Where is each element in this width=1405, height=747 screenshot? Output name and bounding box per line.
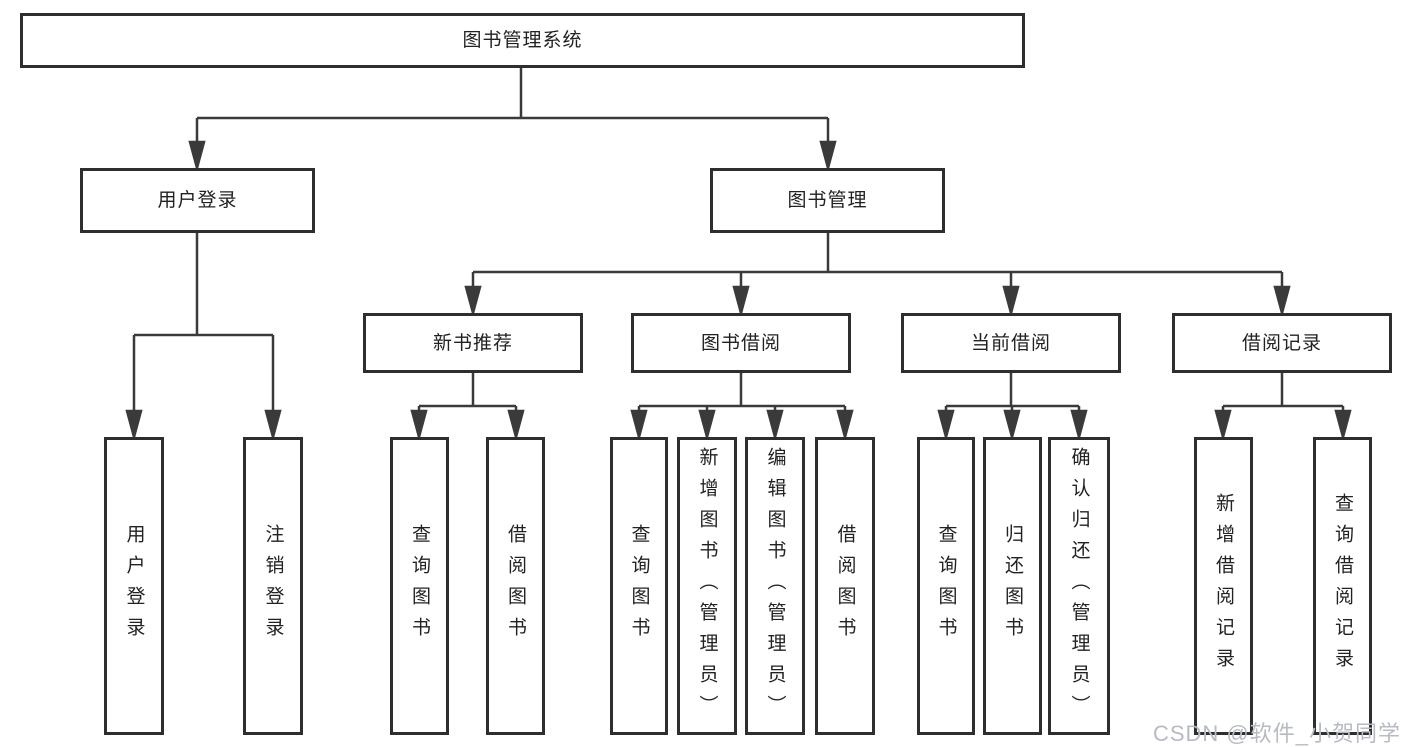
arrowhead [1003, 409, 1021, 442]
connector-records-to-leaves [1214, 373, 1352, 442]
leaf-confirm-return-admin: 确认归还（管理员） [1048, 437, 1110, 735]
connector-current-to-leaves [937, 373, 1088, 442]
leaf-return-books: 归还图书 [983, 437, 1042, 735]
leaf-borrow-books-borrowing: 借阅图书 [815, 437, 875, 735]
leaf-query-books-current: 查询图书 [917, 437, 975, 735]
arrowhead [937, 409, 955, 442]
leaf-query-borrow-record: 查询借阅记录 [1313, 437, 1372, 735]
node-user-login: 用户登录 [80, 168, 315, 233]
node-root: 图书管理系统 [20, 13, 1025, 68]
arrowhead [630, 409, 648, 442]
connector-newbook-to-leaves [410, 373, 525, 442]
csdn-watermark: CSDN @软件_小贺同学 [1152, 721, 1401, 746]
node-book-borrowing: 图书借阅 [631, 313, 851, 373]
arrowhead [1334, 409, 1352, 442]
arrowhead [1070, 409, 1088, 442]
leaf-query-books-borrowing: 查询图书 [610, 437, 668, 735]
arrowhead [1273, 285, 1291, 318]
leaf-add-books-admin: 新增图书（管理员） [677, 437, 737, 735]
connector-root-to-level2 [188, 68, 837, 173]
node-new-book-recommend: 新书推荐 [363, 313, 583, 373]
node-borrowing-records: 借阅记录 [1172, 313, 1392, 373]
node-current-borrowing: 当前借阅 [901, 313, 1121, 373]
arrowhead [264, 409, 282, 442]
arrowhead [836, 409, 854, 442]
arrowhead [410, 409, 428, 442]
node-book-management: 图书管理 [710, 168, 945, 233]
leaf-logout: 注销登录 [243, 437, 303, 735]
arrowhead [819, 140, 837, 173]
leaf-borrow-books-recommend: 借阅图书 [486, 437, 545, 735]
arrowhead [766, 409, 784, 442]
arrowhead [1214, 409, 1232, 442]
arrowhead [732, 285, 750, 318]
arrowhead [464, 285, 482, 318]
connector-userlogin-to-leaves [125, 233, 282, 442]
arrowhead [1002, 285, 1020, 318]
connector-bookmgmt-to-level3 [464, 233, 1291, 318]
arrowhead [698, 409, 716, 442]
arrowhead [188, 140, 206, 173]
connector-borrowing-to-leaves [630, 373, 854, 442]
leaf-user-login: 用户登录 [104, 437, 164, 735]
arrowhead [125, 409, 143, 442]
leaf-query-books-recommend: 查询图书 [390, 437, 449, 735]
leaf-add-borrow-record: 新增借阅记录 [1194, 437, 1253, 735]
arrowhead [507, 409, 525, 442]
leaf-edit-books-admin: 编辑图书（管理员） [745, 437, 805, 735]
